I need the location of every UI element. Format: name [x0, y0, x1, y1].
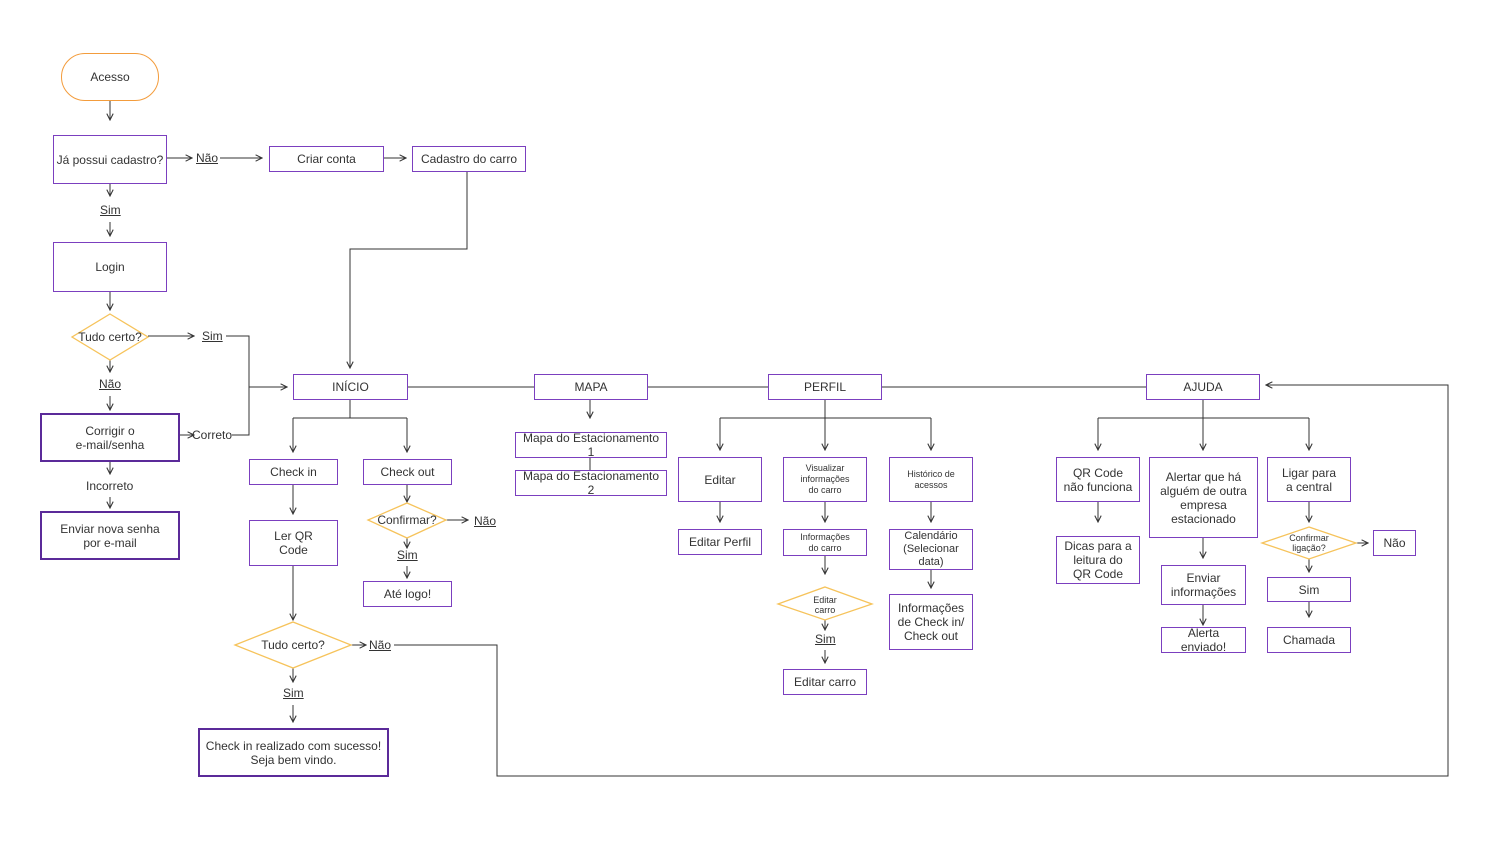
edge-label-correto: Correto [192, 428, 233, 442]
node-mapa-estacionamento-2: Mapa do Estacionamento 2 [515, 469, 667, 497]
node-ajuda: AJUDA [1146, 374, 1260, 400]
node-check-in: Check in [249, 459, 338, 485]
decision-tudo-certo-login: Tudo certo? [78, 330, 142, 344]
decision-diamond-login [70, 313, 150, 361]
node-qr-code-nao-funciona: QR Code não funciona [1056, 457, 1140, 502]
decision-diamond-checkout [366, 502, 448, 539]
edge-label-sim-cadastro: Sim [100, 203, 121, 217]
edge-label-nao-login: Não [99, 377, 122, 391]
node-ligar-central: Ligar para a central [1267, 457, 1351, 502]
edge-label-nao-checkout: Não [474, 514, 497, 528]
node-editar-carro: Editar carro [783, 669, 867, 695]
edge-label-nao-cadastro: Não [196, 151, 219, 165]
start-acesso: Acesso [61, 53, 159, 101]
node-cadastro-do-carro: Cadastro do carro [412, 146, 526, 172]
decision-diamond-ligacao [1259, 526, 1359, 560]
decision-confirmar-ligacao: Confirmar ligação? [1289, 533, 1329, 553]
decision-diamond-editar-carro [776, 586, 874, 621]
node-inicio: INÍCIO [293, 374, 408, 400]
node-dicas-leitura: Dicas para a leitura do QR Code [1056, 536, 1140, 584]
node-mapa: MAPA [534, 374, 648, 400]
node-calendario: Calendário (Selecionar data) [889, 529, 973, 570]
edge-label-sim-checkin: Sim [283, 686, 304, 700]
edge-label-sim-login: Sim [202, 329, 223, 343]
decision-confirmar-checkout: Confirmar? [377, 513, 437, 527]
connectors [110, 100, 1449, 777]
node-info-checkin-checkout: Informações de Check in/ Check out [889, 594, 973, 650]
node-ler-qr-code: Ler QR Code [249, 520, 338, 566]
node-nao-ligacao: Não [1373, 530, 1416, 556]
node-chamada: Chamada [1267, 627, 1351, 653]
node-mapa-estacionamento-1: Mapa do Estacionamento 1 [515, 431, 667, 459]
node-sim-ligacao: Sim [1267, 577, 1351, 602]
node-ja-possui-cadastro: Já possui cadastro? [53, 135, 167, 184]
node-informacoes-do-carro: Informações do carro [783, 529, 867, 556]
node-check-out: Check out [363, 459, 452, 485]
node-login: Login [53, 242, 167, 292]
node-ate-logo: Até logo! [363, 581, 452, 607]
edge-label-sim-checkout: Sim [397, 548, 418, 562]
edge-label-nao-checkin: Não [369, 638, 392, 652]
node-alerta-enviado: Alerta enviado! [1161, 626, 1246, 654]
node-historico-acessos: Histórico de acessos [889, 457, 973, 502]
decision-diamond-checkin [233, 621, 353, 669]
node-corrigir-email: Corrigir o e-mail/senha [40, 413, 180, 462]
decision-shapes [70, 313, 1359, 669]
edge-label-sim-editar-carro: Sim [815, 632, 836, 646]
node-alertar-empresa: Alertar que há alguém de outra empresa e… [1149, 457, 1258, 538]
node-enviar-nova-senha: Enviar nova senha por e-mail [40, 511, 180, 560]
node-checkin-sucesso: Check in realizado com sucesso! Seja bem… [198, 728, 389, 777]
node-perfil: PERFIL [768, 374, 882, 400]
decision-tudo-certo-checkin: Tudo certo? [261, 638, 325, 652]
node-editar: Editar [678, 457, 762, 502]
node-editar-perfil: Editar Perfil [678, 529, 762, 555]
edge-label-incorreto: Incorreto [86, 479, 134, 493]
node-criar-conta: Criar conta [269, 146, 384, 172]
node-enviar-informacoes: Enviar informações [1161, 565, 1246, 605]
node-visualizar-info-carro: Visualizar informações do carro [783, 457, 867, 502]
decision-editar-carro: Editar carro [813, 595, 837, 615]
